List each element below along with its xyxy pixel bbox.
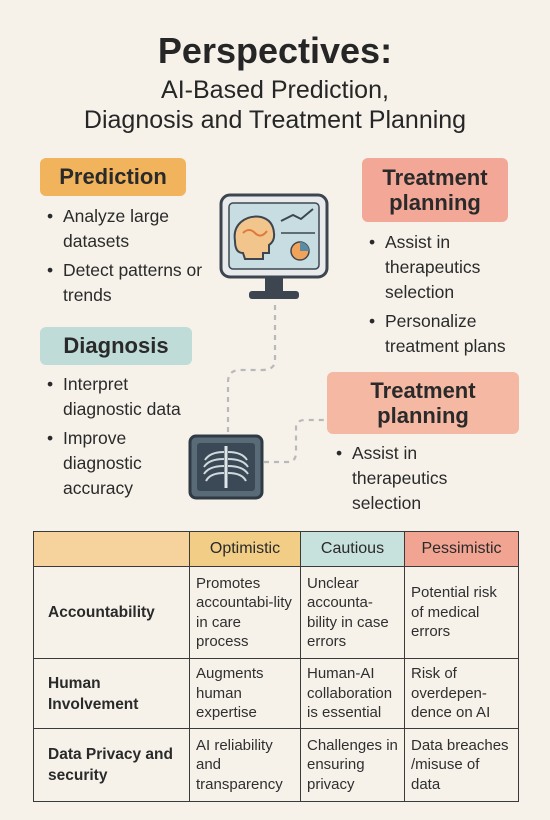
prediction-bullet: Analyze large datasets xyxy=(47,204,207,254)
table-cell: Human-AI collaboration is essential xyxy=(300,658,405,729)
diagnosis-bullet: Improve diagnostic accuracy xyxy=(47,426,207,501)
xray-to-treatment-connector xyxy=(264,418,327,464)
prediction-label: Prediction xyxy=(59,164,167,190)
treatment-planning-label-secondary: Treatment planning xyxy=(370,377,476,428)
treatment-planning-bullet: Assist in therapeutics selection xyxy=(336,441,506,516)
treatment-planning-bullet: Personalize treatment plans xyxy=(369,309,529,359)
table-cell: Potential risk of medical errors xyxy=(404,566,519,659)
table-row-label: Accountability xyxy=(33,566,190,659)
diagnosis-bullet-list: Interpret diagnostic data Improve diagno… xyxy=(47,372,207,505)
treatment-planning-tag-secondary: Treatment planning xyxy=(327,372,519,434)
chest-xray-icon xyxy=(188,434,264,500)
table-row: Data Privacy and security AI reliability… xyxy=(33,728,519,802)
table-cell: Data breaches /misuse of data xyxy=(404,728,519,802)
diagnosis-label: Diagnosis xyxy=(63,333,169,359)
treatment-planning-bullet-list-secondary: Assist in therapeutics selection xyxy=(336,441,506,520)
table-cell: Promotes accountabi-lity in care process xyxy=(189,566,301,659)
table-cell: Challenges in ensuring privacy xyxy=(300,728,405,802)
table-header-optimistic: Optimistic xyxy=(189,531,301,567)
table-header-row: Optimistic Cautious Pessimistic xyxy=(33,531,519,567)
monitor-to-diagnosis-connector xyxy=(226,305,277,434)
prediction-bullet-list: Analyze large datasets Detect patterns o… xyxy=(47,204,207,312)
treatment-planning-tag: Treatment planning xyxy=(362,158,508,222)
treatment-planning-bullet-list: Assist in therapeutics selection Persona… xyxy=(369,230,529,363)
page-title: Perspectives: xyxy=(157,30,393,71)
table-cell: AI reliability and transparency xyxy=(189,728,301,802)
table-row: Human Involvement Augments human experti… xyxy=(33,658,519,729)
table-row-label: Data Privacy and security xyxy=(33,728,190,802)
prediction-tag: Prediction xyxy=(40,158,186,196)
table-header-cautious: Cautious xyxy=(300,531,405,567)
table-cell: Augments human expertise xyxy=(189,658,301,729)
page-subtitle-line-1: AI-Based Prediction, xyxy=(161,76,389,104)
treatment-planning-bullet: Assist in therapeutics selection xyxy=(369,230,529,305)
diagnosis-bullet: Interpret diagnostic data xyxy=(47,372,207,422)
treatment-planning-label: Treatment planning xyxy=(382,164,488,215)
table-row-label: Human Involvement xyxy=(33,658,190,729)
table-cell: Unclear accounta-bility in case errors xyxy=(300,566,405,659)
diagnosis-tag: Diagnosis xyxy=(40,327,192,365)
table-cell: Risk of overdepen-dence on AI xyxy=(404,658,519,729)
prediction-bullet: Detect patterns or trends xyxy=(47,258,207,308)
page-subtitle-line-2: Diagnosis and Treatment Planning xyxy=(83,106,467,134)
computer-monitor-brain-icon xyxy=(219,193,329,299)
table-header-cell xyxy=(33,531,190,567)
table-row: Accountability Promotes accountabi-lity … xyxy=(33,566,519,659)
table-header-pessimistic: Pessimistic xyxy=(404,531,519,567)
perspectives-table: Optimistic Cautious Pessimistic Accounta… xyxy=(33,531,519,802)
